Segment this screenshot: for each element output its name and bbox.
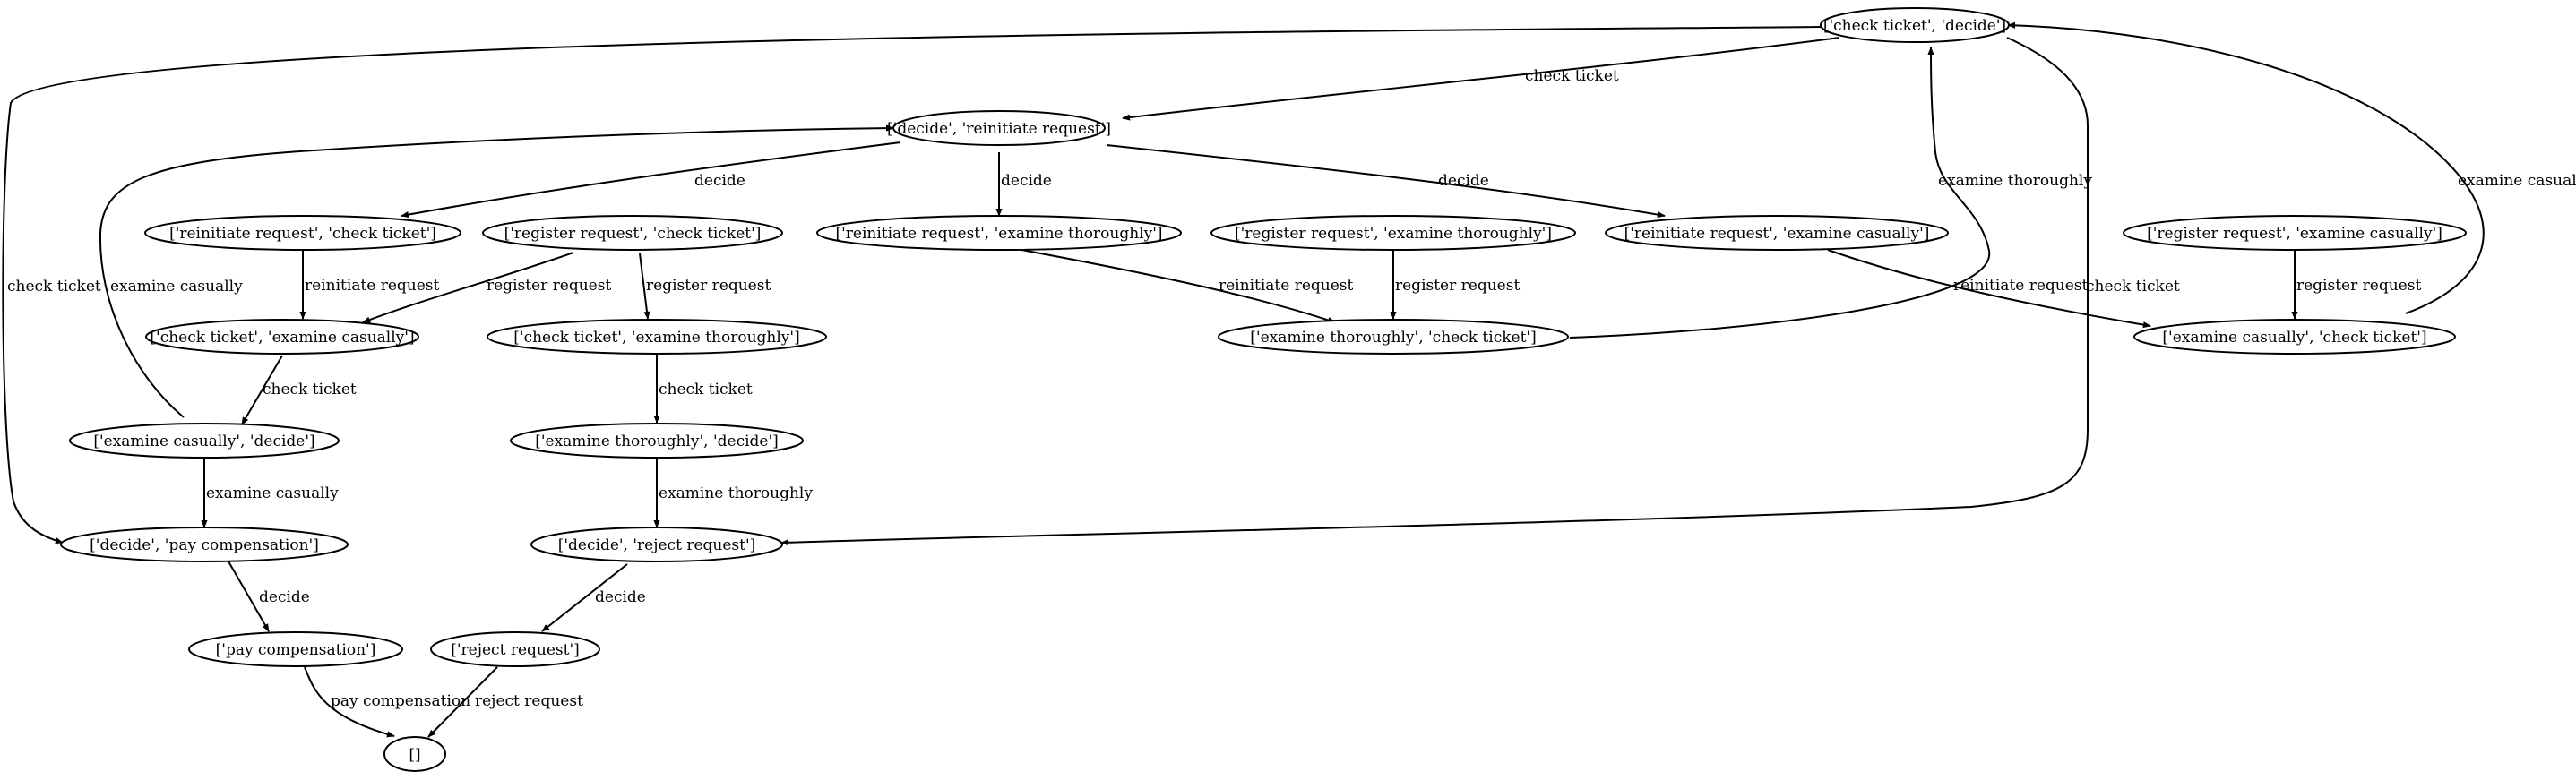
node-decide-pay-compensation: ['decide', 'pay compensation'] [60,527,349,562]
node-check-ticket-decide: ['check ticket', 'decide'] [1820,7,2010,43]
edge-label: examine casually [110,278,243,296]
node-label: ['register request', 'check ticket'] [504,225,762,243]
node-examine-thoroughly-decide: ['examine thoroughly', 'decide'] [510,423,804,459]
edge-reinit-exam-cas-to-exam-cas-check: reinitiate request [1827,249,2151,329]
node-register-request-examine-casually: ['register request', 'examine casually'] [2123,215,2467,251]
node-check-ticket-examine-thoroughly: ['check ticket', 'examine thoroughly'] [487,319,827,355]
nodes: ['check ticket', 'decide'] ['decide', 'r… [60,7,2467,772]
edge-label: decide [595,588,646,606]
edge-decide-reject-to-reject: decide [541,563,646,632]
node-reinitiate-request-examine-thoroughly: ['reinitiate request', 'examine thorough… [816,215,1182,251]
edge-label: examine thoroughly [1938,172,2092,190]
edge-register-check-to-check-exam-cas: register request [362,252,611,323]
edge-label: check ticket [1525,67,1619,85]
node-label: ['check ticket', 'decide'] [1823,17,2006,35]
node-examine-casually-decide: ['examine casually', 'decide'] [69,423,340,459]
edge-label: check ticket [7,278,101,296]
node-label: ['examine thoroughly', 'decide'] [535,433,779,450]
edge-register-exam-cas-to-exam-cas-check: register request [2291,246,2421,320]
edge-label: register request [646,277,771,295]
node-label: ['check ticket', 'examine casually'] [150,329,414,347]
edge-decide-reinitiate-to-reinit-exam-cas: decide [1106,144,1666,219]
edge-register-exam-thor-to-exam-thor-check: register request [1390,246,1520,320]
node-check-ticket-examine-casually: ['check ticket', 'examine casually'] [145,319,419,355]
node-label: ['register request', 'examine casually'] [2147,225,2442,243]
edge-label: reinitiate request [1219,277,1354,295]
edges: check ticket check ticket check ticket d… [2,21,2576,738]
edge-label: register request [2296,277,2421,295]
node-label: ['register request', 'examine thoroughly… [1235,225,1552,243]
node-label: ['reinitiate request', 'examine casually… [1624,225,1930,243]
edge-label: reinitiate request [1953,277,2089,295]
node-label: ['pay compensation'] [216,641,376,659]
node-decide-reinitiate-request: ['decide', 'reinitiate request'] [887,110,1111,146]
node-examine-casually-check-ticket: ['examine casually', 'check ticket'] [2133,319,2456,355]
edge-pay-to-empty: pay compensation [304,666,470,738]
edge-label: decide [259,588,310,606]
node-label: ['examine casually', 'check ticket'] [2162,329,2426,347]
edge-label: reinitiate request [305,277,440,295]
edge-label: decide [1001,172,1052,190]
node-reject-request: ['reject request'] [430,631,600,667]
edge-label: examine casually [206,484,339,502]
edge-exam-cas-decide-to-decide-pay: examine casually [201,458,339,528]
edge-exam-cas-check-to-check-decide: examine casually [2007,21,2576,314]
node-label: ['check ticket', 'examine thoroughly'] [513,329,799,347]
edge-label: register request [487,277,611,295]
edge-label: decide [1438,172,1489,190]
edge-label: examine thoroughly [659,484,813,502]
edge-decide-reinitiate-to-reinit-exam-thor: decide [995,152,1052,217]
edge-check-decide-to-decide-reinitiate: check ticket [1122,37,1840,121]
edge-label: check ticket [263,381,357,399]
edge-exam-thor-check-to-check-decide: examine thoroughly [1569,47,2092,339]
node-label: ['reinitiate request', 'examine thorough… [835,225,1162,243]
node-label: ['examine thoroughly', 'check ticket'] [1250,329,1536,347]
edge-reinit-check-to-check-exam-cas: reinitiate request [299,246,440,320]
edge-exam-thor-decide-to-decide-reject: examine thoroughly [653,458,813,528]
node-reinitiate-request-examine-casually: ['reinitiate request', 'examine casually… [1605,215,1949,251]
node-reinitiate-request-check-ticket: ['reinitiate request', 'check ticket'] [144,215,461,251]
edge-register-check-to-check-exam-thor: register request [639,253,771,320]
edge-check-exam-thor-to-exam-thor-decide: check ticket [653,353,753,424]
node-label: ['reinitiate request', 'check ticket'] [169,225,436,243]
node-label: [] [409,746,420,764]
edge-label: check ticket [659,381,753,399]
node-pay-compensation: ['pay compensation'] [188,631,403,667]
node-decide-reject-request: ['decide', 'reject request'] [530,527,783,562]
node-register-request-examine-thoroughly: ['register request', 'examine thoroughly… [1210,215,1576,251]
node-register-request-check-ticket: ['register request', 'check ticket'] [482,215,783,251]
edge-label: pay compensation [331,692,470,710]
edge-check-decide-to-decide-reject: check ticket [780,37,2180,546]
edge-reinit-exam-thor-to-exam-thor-check: reinitiate request [1021,249,1354,323]
edge-decide-pay-to-pay: decide [228,561,310,632]
node-examine-thoroughly-check-ticket: ['examine thoroughly', 'check ticket'] [1218,319,1569,355]
edge-exam-cas-decide-to-decide-reinitiate: examine casually [99,124,894,418]
node-empty: [] [383,736,446,772]
edge-reject-to-empty: reject request [427,666,583,738]
edge-label: examine casually [2458,172,2576,190]
edge-label: register request [1395,277,1520,295]
edge-label: decide [694,172,745,190]
edge-label: check ticket [2086,278,2180,296]
edge-check-decide-to-decide-pay: check ticket [2,26,1822,544]
node-label: ['decide', 'pay compensation'] [90,536,319,554]
node-label: ['examine casually', 'decide'] [93,433,314,450]
edge-decide-reinitiate-to-reinit-check: decide [401,141,901,219]
node-label: ['reject request'] [451,641,580,659]
node-label: ['decide', 'reinitiate request'] [887,120,1111,138]
edge-label: reject request [475,692,583,710]
edge-check-exam-cas-to-exam-cas-decide: check ticket [241,355,357,425]
node-label: ['decide', 'reject request'] [558,536,756,554]
